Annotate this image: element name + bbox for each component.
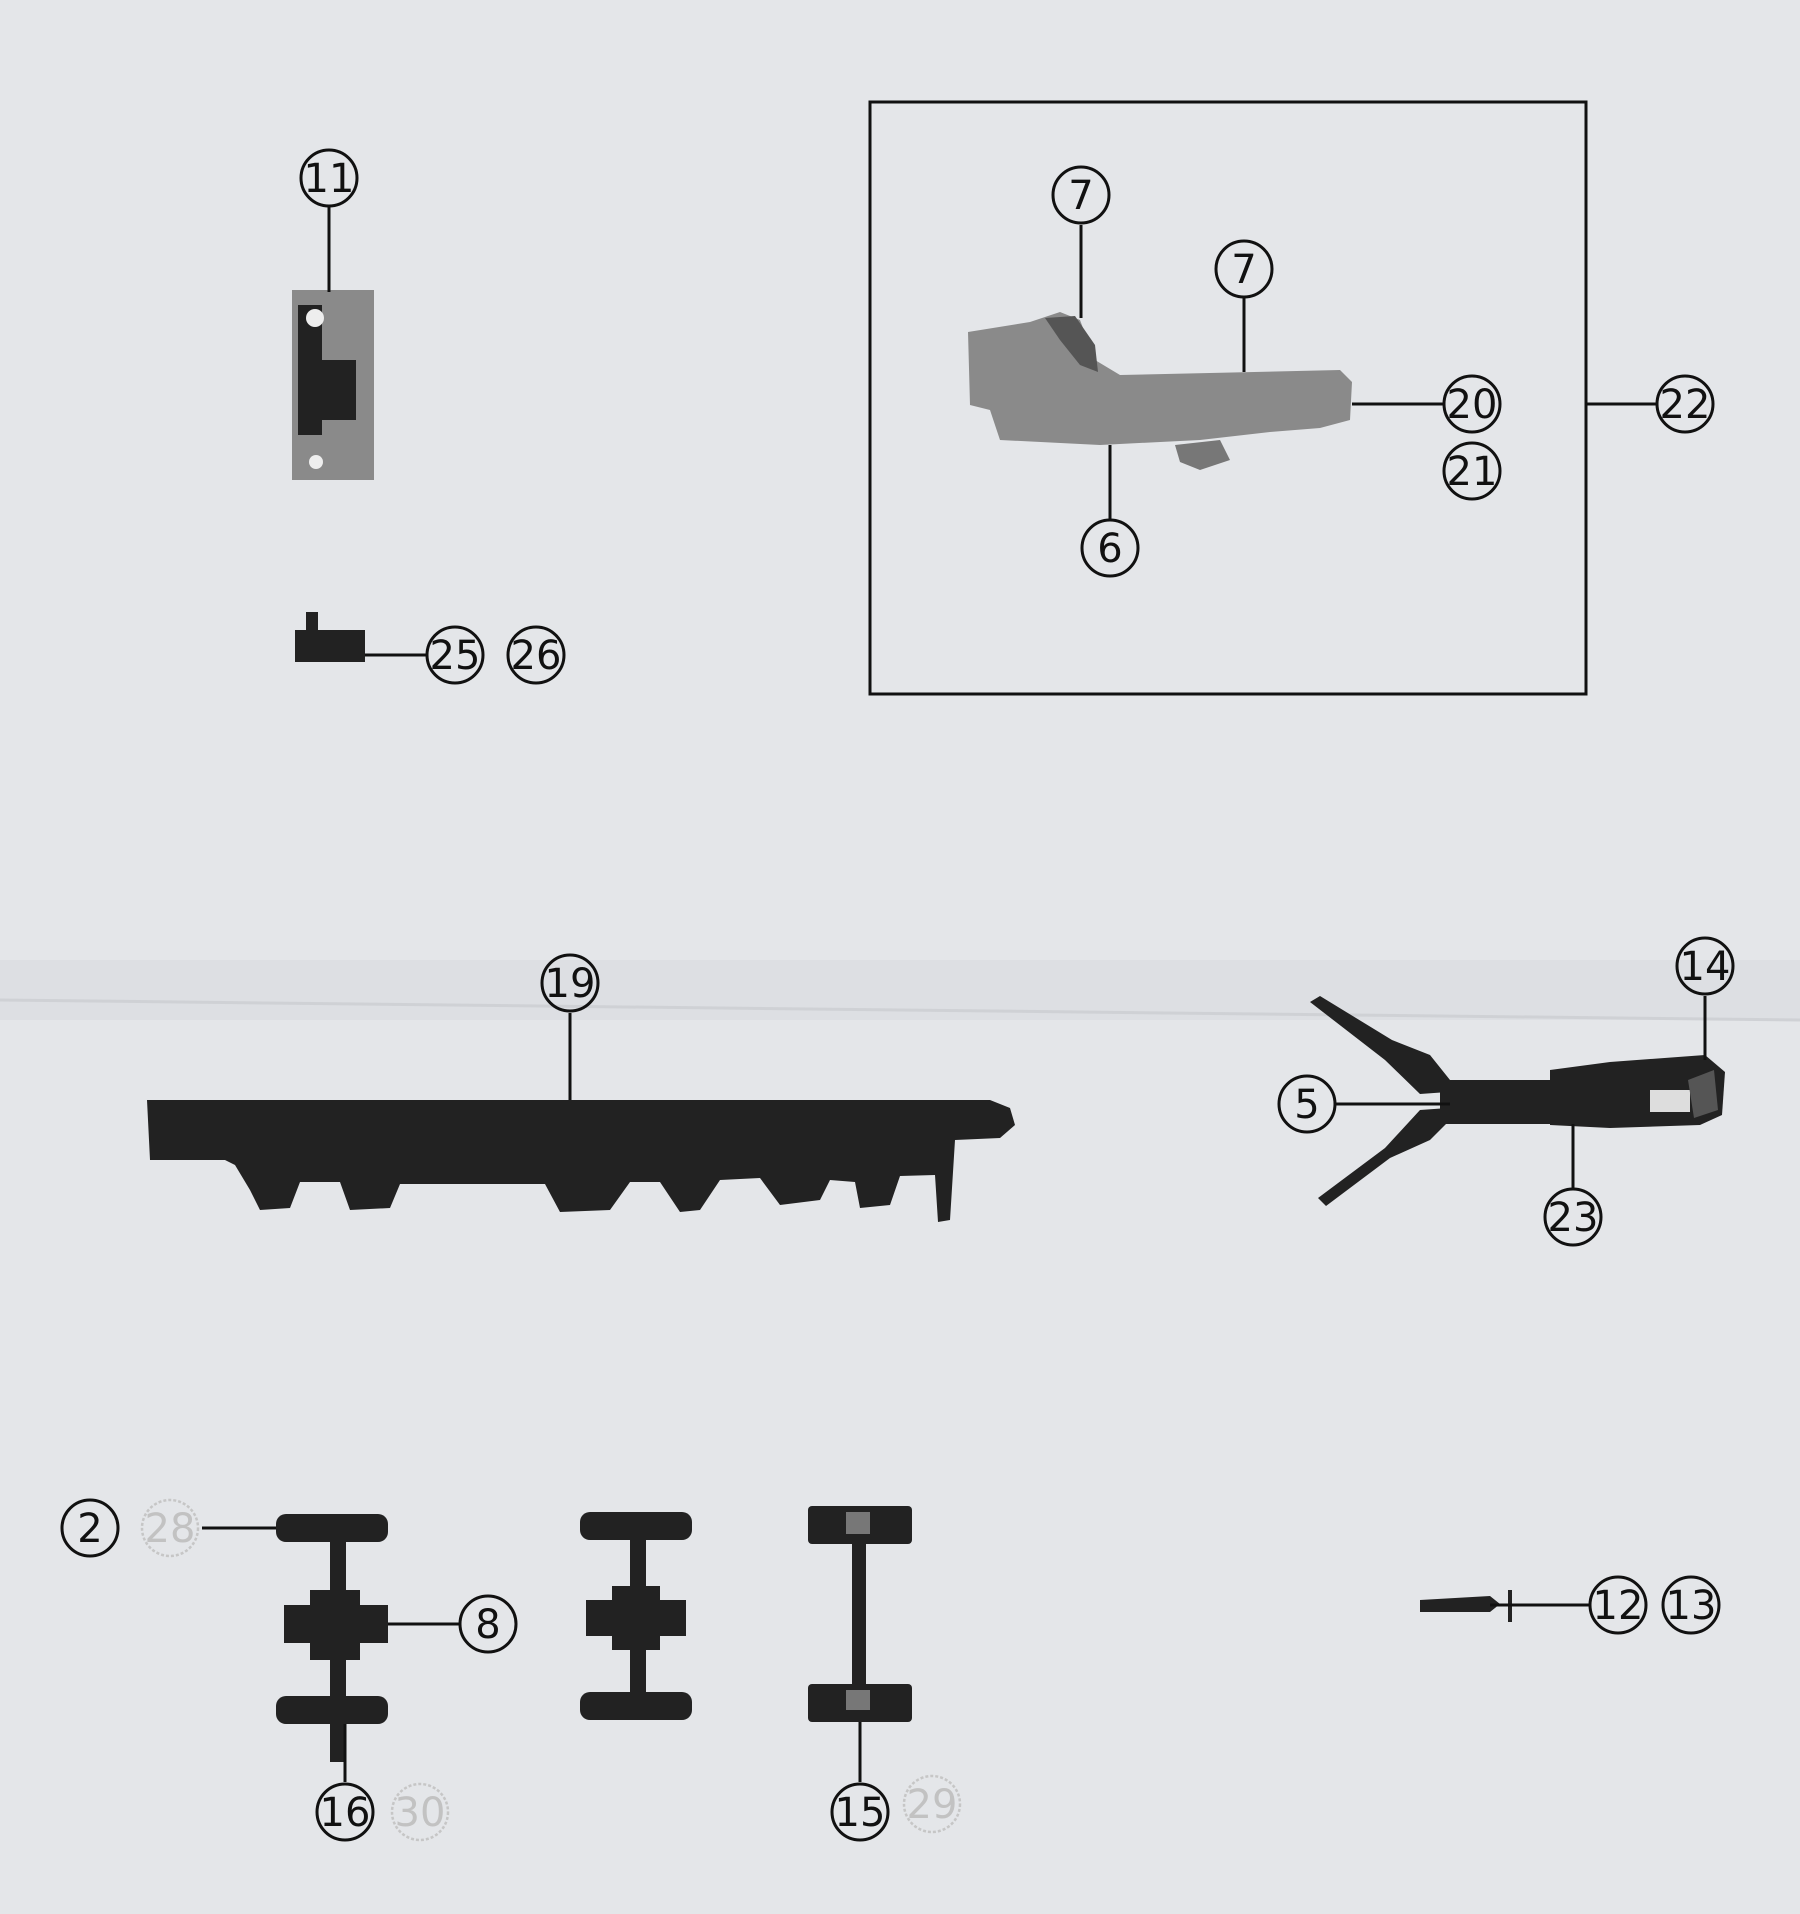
callout-12-label: 12 [1593, 1583, 1644, 1629]
callout-28-label: 28 [145, 1506, 196, 1552]
callout-8-label: 8 [475, 1602, 500, 1648]
callout-26-label: 26 [511, 633, 562, 679]
part-25-26-clip [295, 612, 365, 662]
callout-12: 12 [1588, 1575, 1648, 1635]
callout-13-label: 13 [1666, 1583, 1717, 1629]
callout-29-label: 29 [907, 1782, 958, 1828]
callout-22: 22 [1655, 374, 1715, 434]
callout-25-label: 25 [430, 633, 481, 679]
part-wheelset-geared-2 [580, 1512, 692, 1720]
callout-23-label: 23 [1548, 1195, 1599, 1241]
callout-30: 30 [390, 1782, 450, 1842]
callout-15-label: 15 [835, 1790, 886, 1836]
callout-16-label: 16 [320, 1790, 371, 1836]
callout-19: 19 [540, 953, 600, 1013]
callout-7a: 7 [1051, 165, 1111, 225]
part-23-coupler [1310, 996, 1725, 1206]
callout-14-label: 14 [1680, 944, 1731, 990]
group-22-frame [868, 100, 1588, 696]
part-19-frame [147, 1100, 1015, 1222]
callout-15: 15 [830, 1782, 890, 1842]
paper-fold-line [0, 998, 1800, 1022]
callout-22-label: 22 [1660, 382, 1711, 428]
callout-13: 13 [1661, 1575, 1721, 1635]
callout-2-label: 2 [77, 1506, 102, 1552]
callout-20: 20 [1442, 374, 1502, 434]
part-11-plate [292, 290, 374, 480]
callout-14: 14 [1675, 936, 1735, 996]
callout-20-label: 20 [1447, 382, 1498, 428]
callout-19-label: 19 [545, 961, 596, 1007]
callout-21: 21 [1442, 441, 1502, 501]
callout-7b: 7 [1214, 239, 1274, 299]
callout-28: 28 [140, 1498, 200, 1558]
part-wheelset-plain [808, 1506, 912, 1722]
callout-23: 23 [1543, 1187, 1603, 1247]
callout-29: 29 [902, 1774, 962, 1834]
callout-26: 26 [506, 625, 566, 685]
callout-2: 2 [60, 1498, 120, 1558]
callout-5-label: 5 [1294, 1082, 1319, 1128]
callout-30-label: 30 [395, 1790, 446, 1836]
callout-6: 6 [1080, 518, 1140, 578]
callout-25: 25 [425, 625, 485, 685]
callout-8: 8 [458, 1594, 518, 1654]
callout-6-label: 6 [1097, 526, 1122, 572]
part-6-20-21-casting [968, 312, 1352, 470]
callout-7a-label: 7 [1068, 173, 1093, 219]
callout-21-label: 21 [1447, 449, 1498, 495]
callout-11-label: 11 [304, 156, 355, 202]
part-wheelset-geared-1 [276, 1514, 388, 1762]
callout-11: 11 [299, 148, 359, 208]
callout-7b-label: 7 [1231, 247, 1256, 293]
callout-16: 16 [315, 1782, 375, 1842]
callout-5: 5 [1277, 1074, 1337, 1134]
